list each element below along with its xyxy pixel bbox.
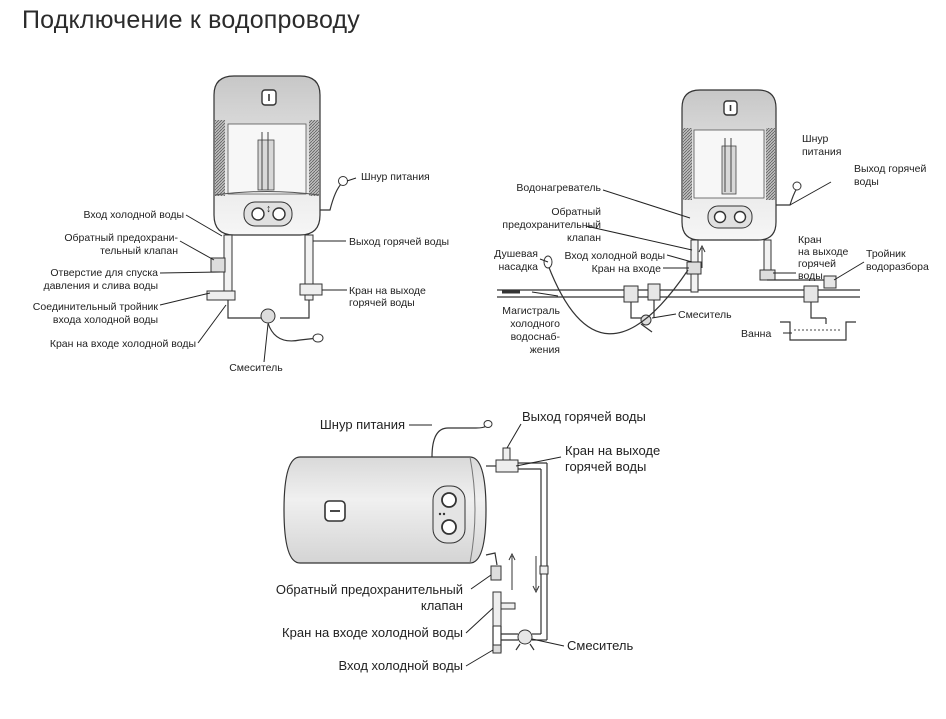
label-check-valve-2: клапан (421, 598, 463, 613)
mixer-icon (517, 629, 533, 645)
label-hot-out-2: воды (854, 176, 879, 188)
label-power-cord-2: питания (802, 146, 841, 158)
label-cold-tap: Кран на входе (592, 263, 662, 275)
label-cold-tap: Кран на входе холодной воды (282, 625, 463, 640)
label-cold-in: Вход холодной воды (564, 250, 665, 262)
label-check-valve-3: клапан (567, 232, 601, 244)
label-tee-2: входа холодной воды (53, 314, 158, 326)
label-hot-tap-2: горячей воды (349, 297, 415, 309)
label-hot-out-1: Выход горячей (854, 163, 926, 175)
label-check-valve-1: Обратный (551, 206, 601, 218)
system-labels: Шнур питания Выход горячей воды Водонагр… (494, 133, 929, 356)
label-heater: Водонагреватель (516, 182, 601, 194)
horizontal-piping (431, 420, 549, 654)
thermostat-knob-icon (733, 210, 747, 224)
plug-icon (483, 420, 493, 428)
label-mixer: Смеситель (678, 309, 732, 321)
svg-text:↕: ↕ (266, 203, 271, 215)
horizontal-tank (283, 456, 487, 564)
label-main-3: водоснаб- (511, 331, 561, 343)
label-main-2: холодного (510, 318, 560, 330)
label-shower-2: насадка (498, 261, 538, 273)
page-title: Подключение к водопроводу (22, 6, 360, 34)
label-check-valve-2: тельный клапан (100, 245, 178, 257)
mixer-icon (260, 308, 276, 324)
label-main-1: Магистраль (502, 305, 560, 317)
label-power-cord-1: Шнур (802, 133, 829, 145)
label-drain-2: давления и слива воды (43, 280, 158, 292)
system-piping (497, 181, 860, 341)
label-bath: Ванна (741, 328, 771, 340)
label-hot-tap-1: Кран (798, 234, 822, 246)
label-hot-tap-1: Кран на выходе (349, 285, 426, 297)
label-power-cord: Шнур питания (361, 171, 430, 183)
label-cold-in: Вход холодной воды (339, 658, 464, 673)
system-diagram: Шнур питания Выход горячей воды Водонагр… (494, 89, 929, 356)
thermostat-knob-icon (272, 207, 286, 221)
label-cold-in: Вход холодной воды (83, 209, 184, 221)
system-tank (681, 89, 777, 241)
vertical-piping (206, 176, 348, 343)
label-check-valve-2: предохранительный (502, 219, 601, 231)
thermostat-knob-icon (441, 492, 457, 508)
label-hot-tap-1: Кран на выходе (565, 443, 660, 458)
system-leaders (531, 181, 865, 334)
vertical-leaders (159, 177, 357, 363)
label-hot-tap-2: горячей воды (565, 459, 646, 474)
label-main-4: жения (530, 344, 560, 356)
label-shower-1: Душевая (494, 248, 538, 260)
thermostat-knob-icon (251, 207, 265, 221)
label-hot-tap-3: горячей (798, 258, 836, 270)
label-cold-tap: Кран на входе холодной воды (50, 338, 196, 350)
plug-icon (338, 176, 348, 186)
label-drain-1: Отверстие для спуска (50, 267, 158, 279)
thermostat-knob-icon (441, 519, 457, 535)
label-power-cord: Шнур питания (320, 417, 405, 432)
label-check-valve-1: Обратный предохрани- (64, 232, 178, 244)
vertical-tank: ↕ (213, 75, 321, 236)
label-tee-1: Тройник (866, 248, 906, 260)
label-hot-tap-4: воды (798, 270, 823, 282)
shower-head-icon (312, 333, 324, 343)
horizontal-labels: Шнур питания Выход горячей воды Кран на … (276, 409, 660, 673)
label-mixer: Смеситель (229, 362, 283, 374)
label-hot-out: Выход горячей воды (349, 236, 449, 248)
label-mixer: Смеситель (567, 638, 634, 653)
label-hot-out: Выход горячей воды (522, 409, 646, 424)
label-check-valve-1: Обратный предохранительный (276, 582, 463, 597)
vertical-labels: Вход холодной воды Обратный предохрани- … (33, 171, 449, 374)
label-tee-1: Соединительный тройник (33, 301, 159, 313)
horizontal-leaders (409, 423, 565, 667)
horizontal-heater-diagram: Шнур питания Выход горячей воды Кран на … (276, 409, 660, 673)
label-hot-tap-2: на выходе (798, 246, 849, 258)
thermostat-knob-icon (713, 210, 727, 224)
plug-icon (792, 181, 802, 191)
mixer-icon (640, 314, 652, 326)
vertical-heater-diagram: ↕ (33, 75, 449, 374)
label-tee-2: водоразбора (866, 261, 929, 273)
